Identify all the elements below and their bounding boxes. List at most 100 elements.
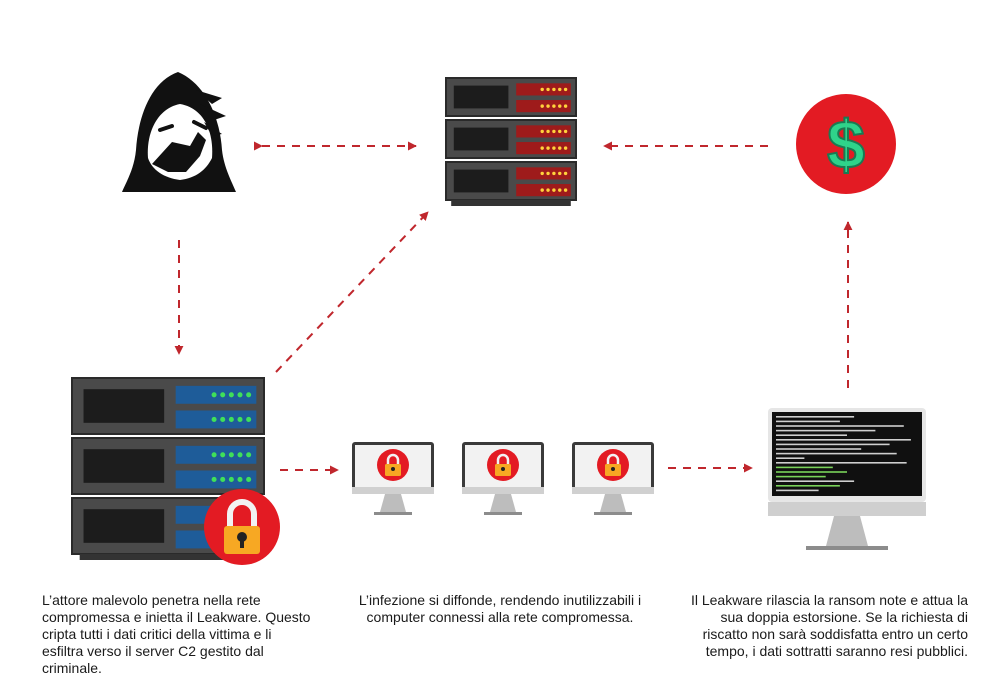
status-led (211, 416, 217, 422)
terminal-line (776, 429, 876, 432)
c2-server-unit (445, 119, 577, 159)
c2-server-unit (445, 161, 577, 201)
terminal-line (776, 485, 840, 487)
flow-arrows (174, 141, 853, 475)
status-led (552, 129, 556, 134)
monitor-stand (490, 494, 516, 512)
status-led (552, 104, 556, 108)
status-led (220, 392, 226, 398)
victim-server-icon (71, 377, 265, 560)
victim-server-unit (71, 377, 265, 435)
locked-monitor-icon (572, 442, 654, 515)
status-led (563, 104, 568, 108)
status-led (558, 188, 562, 192)
terminal-text (776, 416, 911, 492)
padlock-icon (204, 489, 280, 565)
lock-keyhole (391, 467, 395, 471)
status-led (552, 146, 556, 150)
lock-keyhole (501, 467, 505, 471)
status-led (540, 188, 544, 192)
status-led (558, 87, 562, 92)
status-led (237, 392, 243, 398)
status-led (246, 452, 252, 458)
victim-server-bay (83, 389, 165, 423)
terminal-line (776, 443, 890, 446)
infected-computers (352, 442, 654, 515)
dollar-symbol: $ (827, 107, 865, 183)
c2-server-bay (453, 127, 509, 151)
locked-monitor-icon (352, 442, 434, 515)
status-led (211, 452, 217, 458)
status-led (220, 452, 226, 458)
c2-server-icon (445, 77, 577, 206)
status-led (546, 104, 550, 108)
status-led (237, 416, 243, 422)
lock-shackle (606, 453, 620, 465)
status-led (552, 87, 556, 92)
terminal-line (776, 471, 847, 473)
lock-keyhole (611, 467, 615, 471)
c2-server-bay (453, 169, 509, 193)
status-led (540, 87, 544, 92)
monitor-stand (380, 494, 406, 512)
status-led (558, 146, 562, 150)
victim-server-unit (71, 437, 265, 495)
status-led (540, 129, 544, 134)
arrow-victim-c2 (275, 211, 429, 373)
status-led (228, 392, 234, 398)
terminal-line (776, 416, 855, 418)
status-led (563, 129, 568, 134)
terminal-line (776, 425, 904, 427)
caption-left: L’attore malevolo penetra nella rete com… (42, 592, 311, 676)
terminal-line (776, 480, 855, 482)
caption-right: Il Leakware rilascia la ransom note e at… (690, 592, 968, 659)
monitor-stand (600, 494, 626, 512)
c2-server-base (451, 200, 571, 206)
terminal-line (776, 475, 826, 478)
monitor-chin (462, 487, 544, 494)
status-led (563, 188, 568, 192)
terminal-line (776, 452, 897, 455)
dollar-coin-icon: $ (796, 94, 896, 194)
terminal-line (776, 466, 833, 469)
status-led (546, 171, 550, 176)
status-led (237, 452, 243, 458)
status-led (552, 188, 556, 192)
terminal-line (776, 489, 819, 492)
monitor-foot (484, 512, 522, 515)
status-led (228, 452, 234, 458)
monitor-chin (572, 487, 654, 494)
c2-server-unit (445, 77, 577, 117)
status-led (220, 416, 226, 422)
locked-monitor-icon (462, 442, 544, 515)
monitor-foot (374, 512, 412, 515)
status-led (546, 146, 550, 150)
terminal-line (776, 448, 862, 450)
status-led (558, 104, 562, 108)
terminal-line (776, 420, 840, 423)
status-led (546, 188, 550, 192)
status-led (546, 87, 550, 92)
status-led (563, 87, 568, 92)
status-led (540, 146, 544, 150)
terminal-line (776, 462, 907, 464)
status-led (546, 129, 550, 134)
status-led (246, 476, 252, 482)
status-led (220, 476, 226, 482)
victim-server-bay (83, 449, 165, 483)
ransom-note-monitor (768, 408, 926, 550)
status-led (558, 171, 562, 176)
status-led (246, 392, 252, 398)
terminal-line (776, 434, 847, 436)
victim-server-bay (83, 509, 165, 543)
status-led (558, 129, 562, 134)
lock-shackle (386, 453, 400, 465)
status-led (540, 171, 544, 176)
terminal-line (776, 457, 805, 459)
c2-server-bay (453, 85, 509, 109)
caption-middle: L’infezione si diffonde, rendendo inutil… (358, 592, 642, 625)
status-led (228, 416, 234, 422)
status-led (237, 476, 243, 482)
status-led (563, 171, 568, 176)
